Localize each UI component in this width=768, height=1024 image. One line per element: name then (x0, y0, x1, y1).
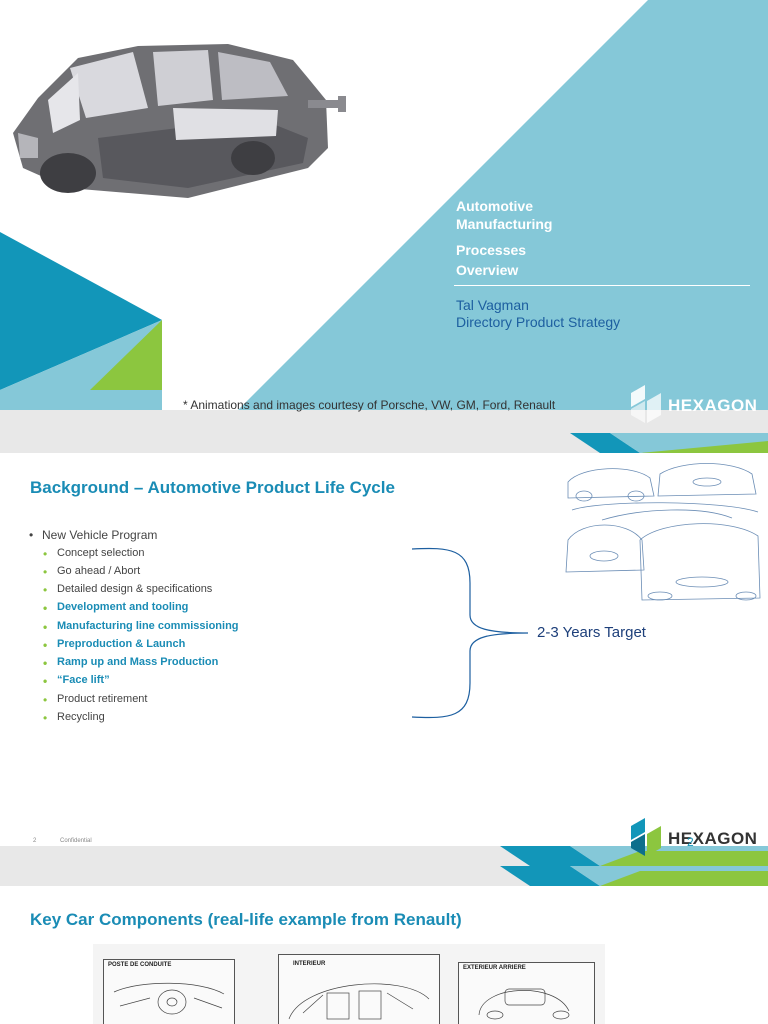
confidential-label: Confidential (60, 838, 92, 844)
interior-sketch-image (288, 983, 430, 1020)
bullet-new-vehicle-program: New Vehicle Program (29, 528, 157, 542)
title-divider (454, 285, 750, 286)
slide3-title: Key Car Components (real-life example fr… (30, 910, 462, 929)
sub-bullet: Detailed design & specifications (43, 583, 212, 597)
title-line-2: Manufacturing (456, 216, 553, 232)
sketch-frame-1: POSTE DE CONDUITE (103, 959, 235, 1024)
title-line-1: Automotive (456, 198, 533, 214)
car-sketches-image (565, 463, 761, 601)
car-body-image (13, 44, 346, 198)
sub-bullet: Recycling (43, 711, 105, 725)
life-cycle-slide: Background – Automotive Product Life Cyc… (0, 433, 768, 866)
page-number-small: 2 (33, 838, 37, 844)
sub-bullet: Go ahead / Abort (43, 565, 140, 579)
slide3-header-bar (0, 866, 768, 886)
target-label: 2-3 Years Target (537, 624, 646, 641)
slide2-title: Background – Automotive Product Life Cyc… (30, 478, 395, 497)
curly-brace-icon (411, 547, 529, 719)
author-role: Directory Product Strategy (456, 314, 621, 330)
author-name: Tal Vagman (456, 297, 529, 313)
title-line-4: Overview (456, 262, 519, 278)
sketch-frame-3: EXTERIEUR ARRIERE (458, 962, 595, 1024)
sub-bullet-highlighted: Manufacturing line commissioning (43, 620, 238, 634)
sketch-label-3: EXTERIEUR ARRIERE (463, 965, 526, 971)
title-line-3: Processes (456, 242, 527, 258)
sketch-label-2: INTERIEUR (293, 961, 326, 967)
sub-bullet: Concept selection (43, 547, 145, 561)
hexagon-wordmark: HEXAGON (668, 396, 758, 415)
sub-bullet-highlighted: “Face lift” (43, 674, 109, 688)
hexagon-logo-icon (631, 385, 661, 423)
dashboard-sketch-image (113, 982, 225, 1015)
renault-sketches-panel: POSTE DE CONDUITE INTERIEUR (93, 944, 605, 1024)
courtesy-note: * Animations and images courtesy of Pors… (183, 398, 556, 412)
key-components-slide: Key Car Components (real-life example fr… (0, 866, 768, 1024)
slide1-background-shapes (0, 0, 768, 433)
rear-exterior-sketch-image (478, 988, 570, 1020)
page-number: 2 (687, 835, 694, 849)
sub-bullet-highlighted: Development and tooling (43, 601, 188, 615)
hexagon-logo-icon (631, 818, 661, 856)
title-slide: Automotive Manufacturing Processes Overv… (0, 0, 768, 433)
slide2-background-shapes (0, 433, 768, 866)
sketch-frame-2: INTERIEUR (278, 954, 440, 1024)
sub-bullet: Product retirement (43, 693, 148, 707)
sub-bullet-highlighted: Ramp up and Mass Production (43, 656, 218, 670)
sketch-label-1: POSTE DE CONDUITE (108, 962, 172, 968)
sub-bullet-highlighted: Preproduction & Launch (43, 638, 185, 652)
hexagon-wordmark: HEXAGON (668, 829, 758, 848)
